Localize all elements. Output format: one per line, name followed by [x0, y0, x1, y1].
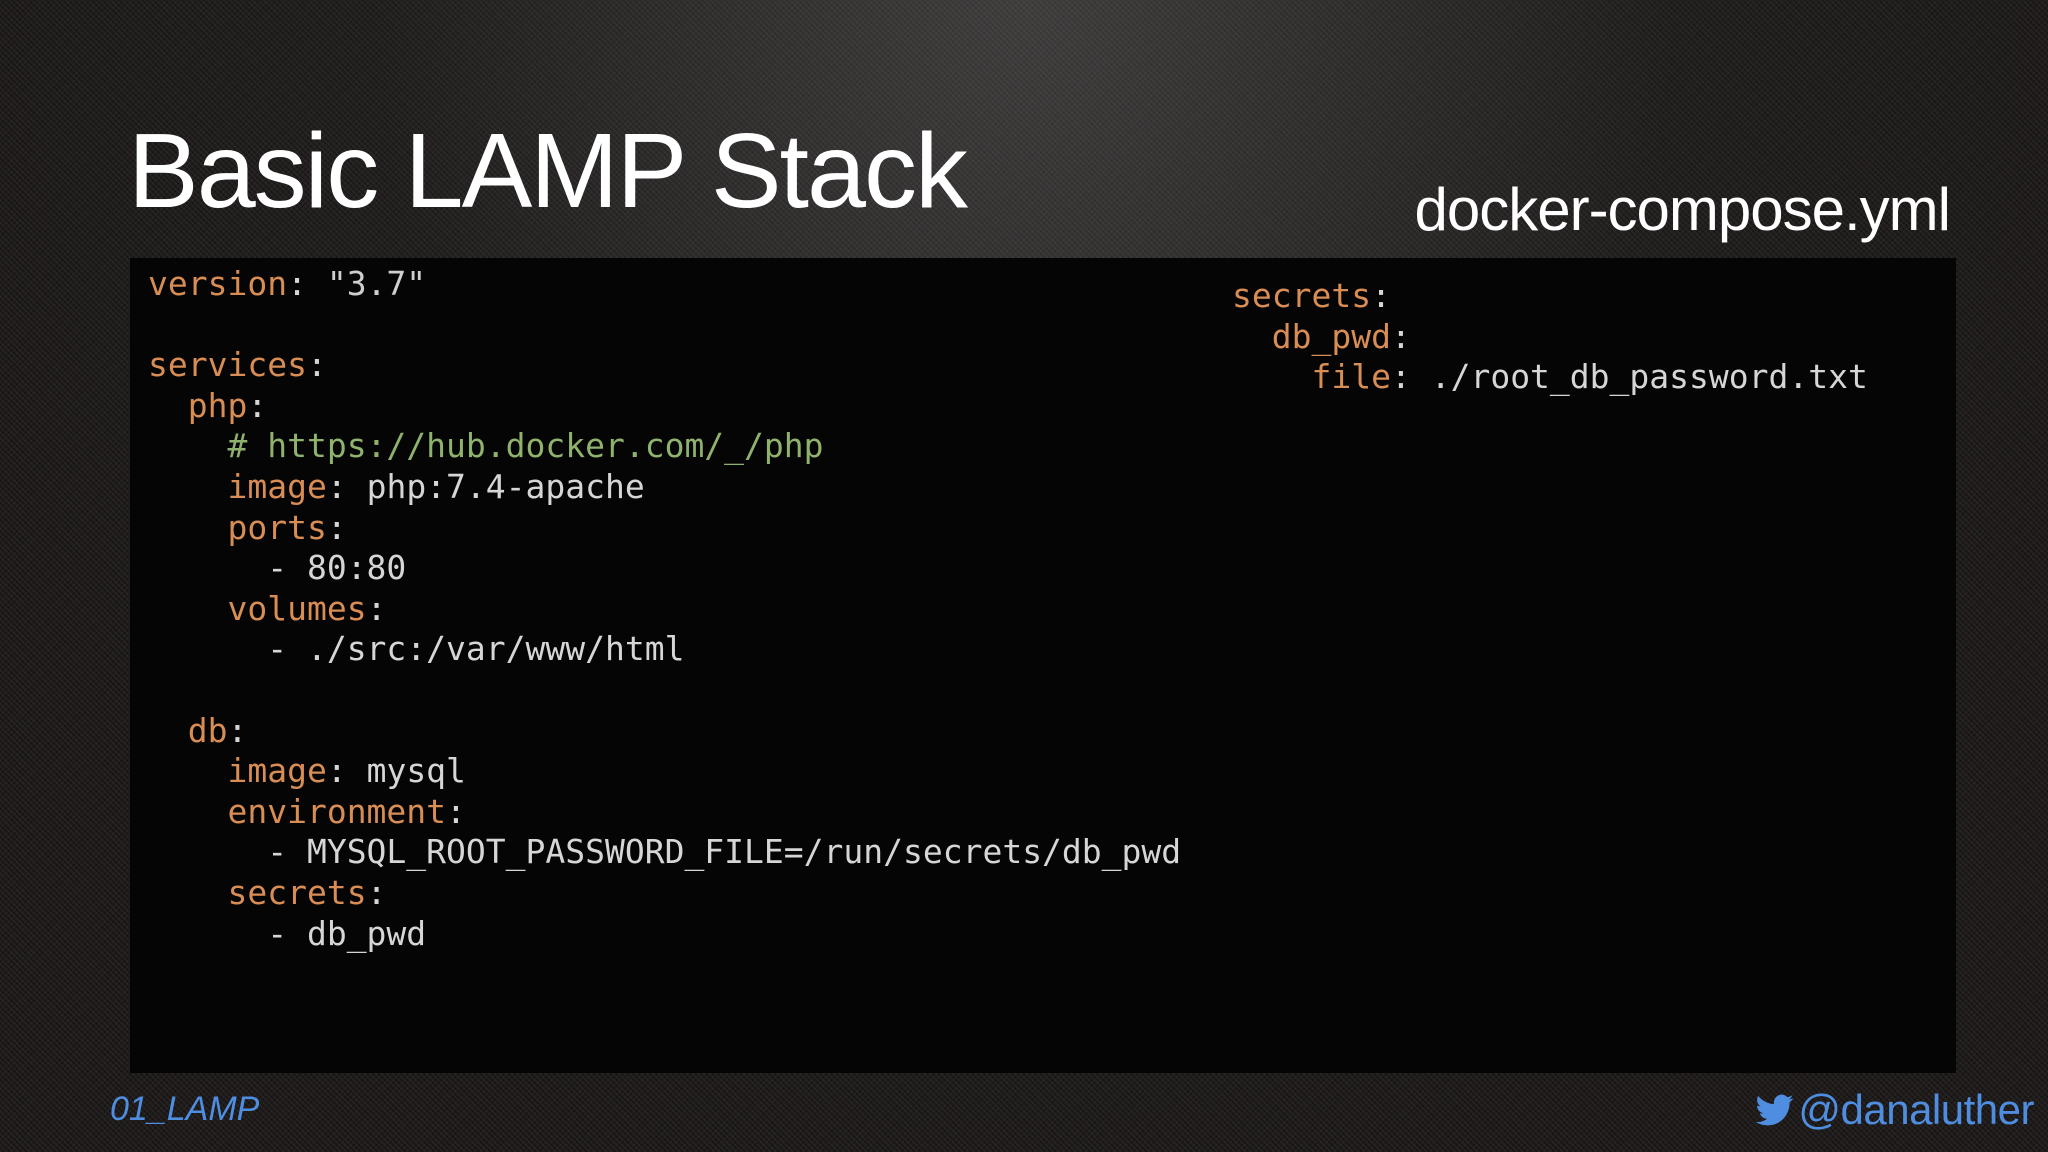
code-line: - db_pwd — [267, 913, 427, 953]
code-line: volumes: — [227, 588, 387, 628]
code-block-left: version: "3.7" services: php: # https://… — [148, 264, 1181, 954]
code-line: - MYSQL_ROOT_PASSWORD_FILE=/run/secrets/… — [267, 832, 1182, 872]
code-line: services: — [148, 345, 327, 385]
code-line: image: mysql — [227, 751, 466, 791]
slide-title: Basic LAMP Stack — [128, 112, 968, 230]
section-label: 01_LAMP — [110, 1090, 260, 1128]
code-panel: version: "3.7" services: php: # https://… — [130, 258, 1956, 1073]
handle-text: @danaluther — [1798, 1086, 2034, 1133]
code-line: secrets: — [227, 872, 387, 912]
code-line: - ./src:/var/www/html — [267, 629, 685, 669]
code-line: secrets: — [1232, 276, 1391, 315]
code-line: file: ./root_db_password.txt — [1311, 357, 1868, 397]
code-line: # https://hub.docker.com/_/php — [227, 426, 824, 466]
file-name: docker-compose.yml — [1414, 176, 1951, 243]
code-line: db_pwd: — [1271, 316, 1411, 356]
code-block-right: secrets: db_pwd: file: ./root_db_passwor… — [1232, 276, 1868, 398]
code-line: db: — [187, 710, 248, 750]
twitter-icon — [1755, 1091, 1794, 1129]
code-line: image: php:7.4-apache — [227, 466, 645, 506]
code-line: ports: — [227, 507, 347, 547]
twitter-handle: @danaluther — [1755, 1086, 2034, 1134]
code-line: version: "3.7" — [148, 264, 427, 303]
code-line: environment: — [227, 791, 466, 831]
code-line: - 80:80 — [267, 548, 407, 588]
code-line: php: — [187, 385, 268, 425]
